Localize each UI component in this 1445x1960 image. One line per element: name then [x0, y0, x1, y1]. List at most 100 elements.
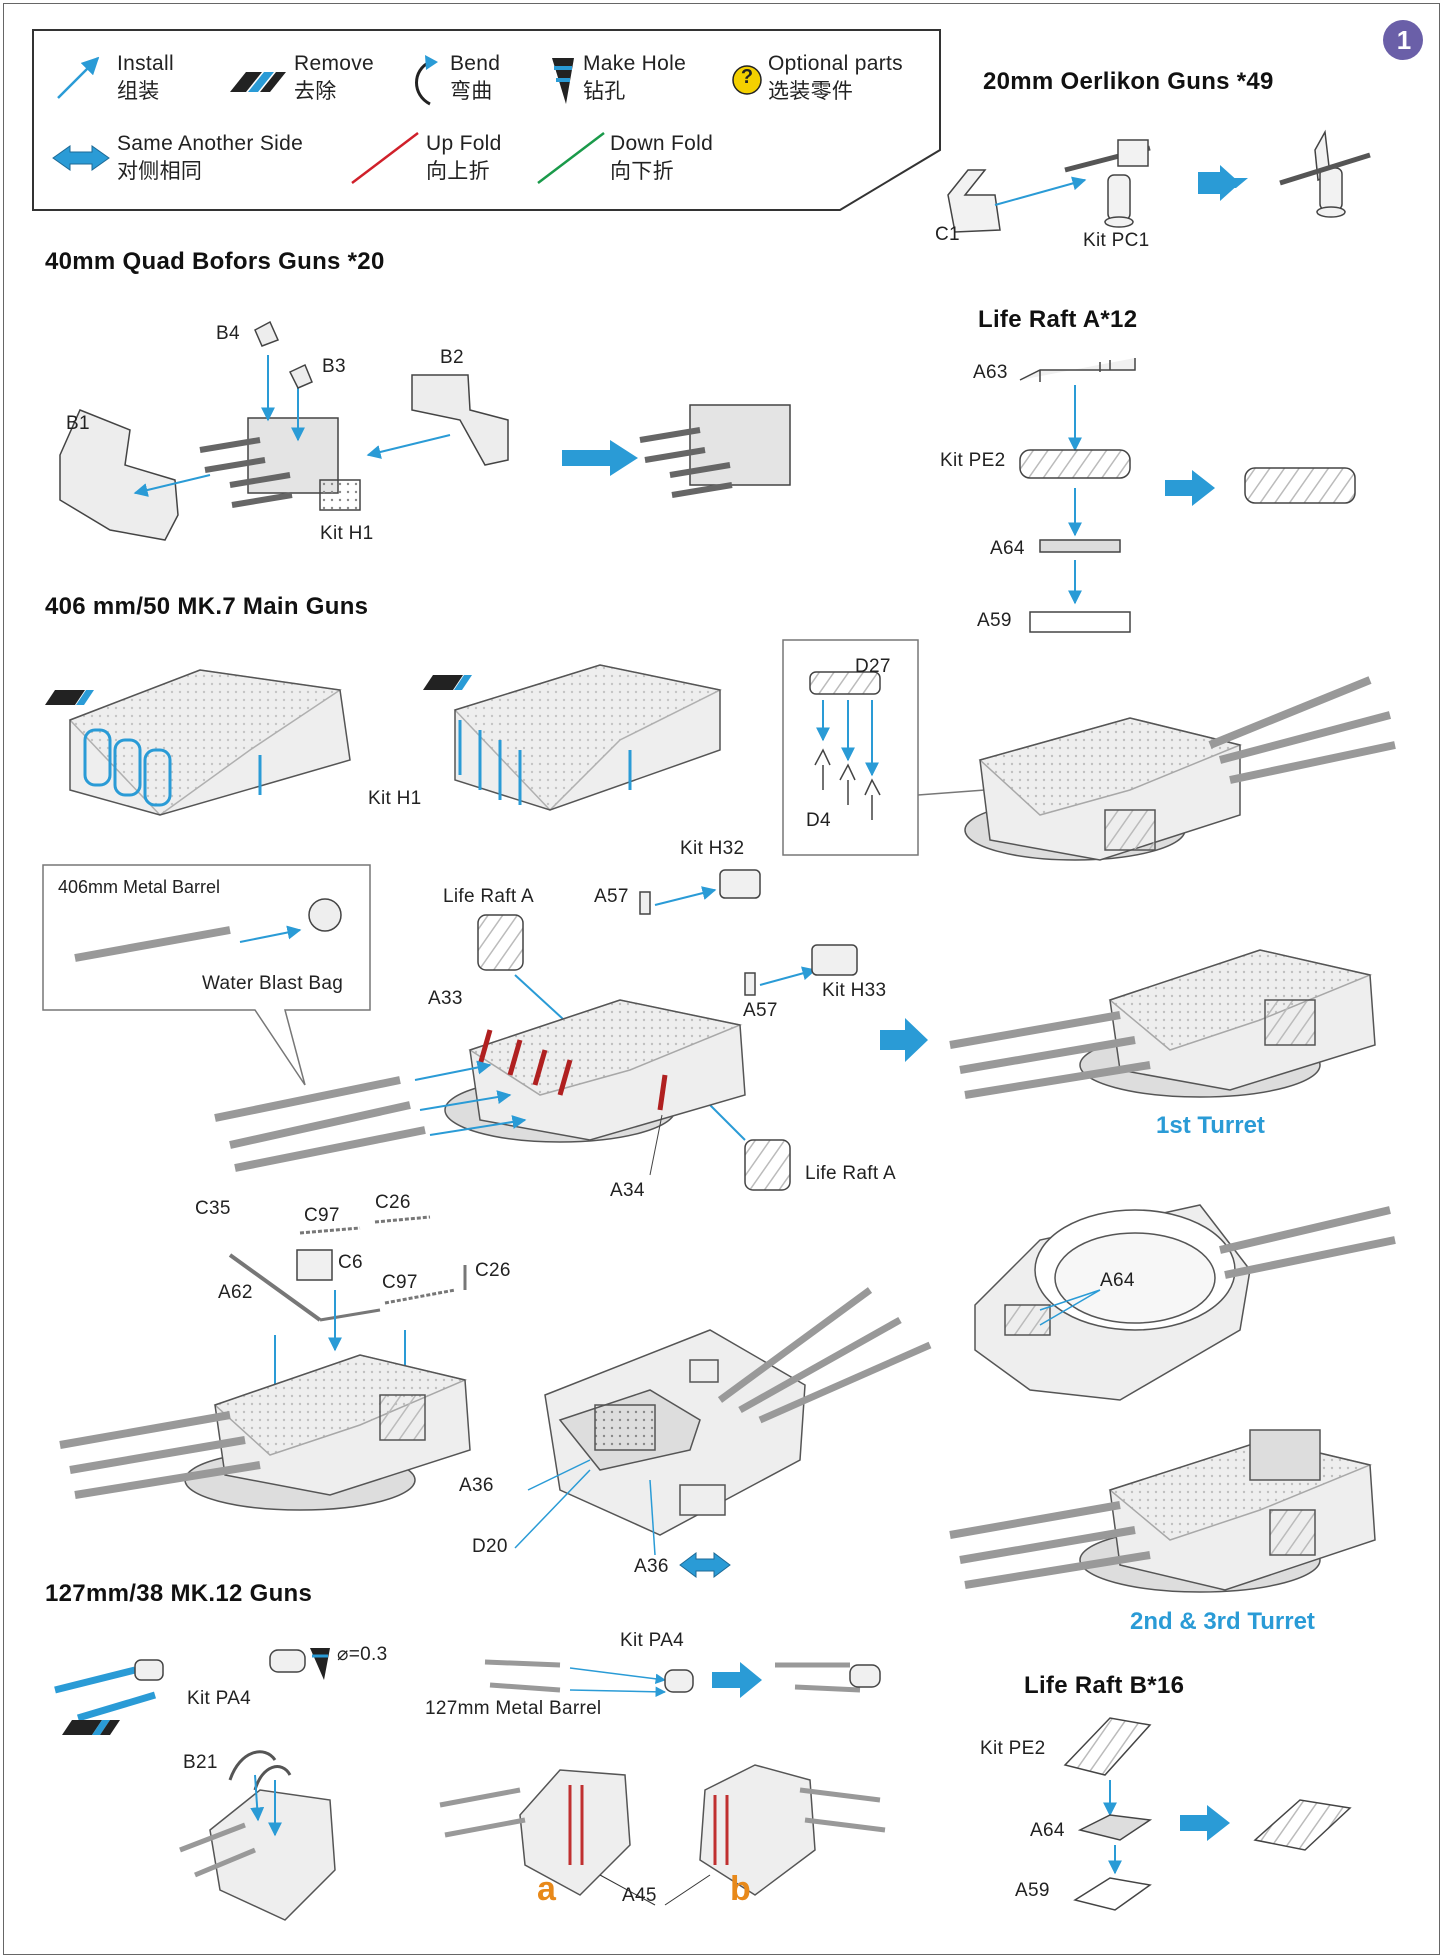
label-d20: D20 — [472, 1536, 508, 1557]
legend-down-fold-en: Down Fold — [610, 132, 714, 155]
label-c6: C6 — [338, 1252, 363, 1273]
label-b2: B2 — [440, 347, 464, 368]
label-raft-a-kit-pe2: Kit PE2 — [940, 450, 1006, 471]
first-turret-drawing — [949, 949, 1376, 1099]
label-406mm-barrel: 406mm Metal Barrel — [58, 877, 221, 897]
label-d27: D27 — [855, 656, 891, 677]
legend-install-en: Install — [117, 52, 174, 75]
remove-icon — [230, 72, 286, 92]
label-d4: D4 — [806, 810, 831, 831]
label-a45: A45 — [622, 1885, 657, 1906]
life-raft-a-drawing — [1019, 358, 1356, 633]
label-a34: A34 — [610, 1180, 645, 1201]
label-a64-turret: A64 — [1100, 1270, 1135, 1291]
label-kit-pc1: Kit PC1 — [1083, 230, 1150, 251]
mk12-variant-a — [439, 1769, 631, 1896]
label-c26-top: C26 — [375, 1192, 411, 1213]
legend-make-hole-label: Make Hole 钻孔 — [583, 50, 686, 106]
label-b4: B4 — [216, 323, 240, 344]
turret-bottom-left — [59, 1354, 471, 1511]
label-water-blast-bag: Water Blast Bag — [202, 973, 344, 994]
legend-bend-en: Bend — [450, 52, 501, 75]
label-a36-left: A36 — [459, 1475, 494, 1496]
step-arrow — [880, 1018, 928, 1062]
legend-optional-cn: 选装零件 — [768, 80, 854, 103]
optional-icon — [732, 65, 762, 95]
label-main-kit-h1: Kit H1 — [368, 788, 422, 809]
label-life-raft-a-top: Life Raft A — [443, 886, 534, 907]
turret-bottom-center — [514, 1287, 932, 1578]
bend-icon — [415, 60, 431, 106]
label-hole-size: ⌀=0.3 — [337, 1644, 388, 1665]
label-mk12-kit-pa4-right: Kit PA4 — [620, 1630, 685, 1651]
label-life-raft-a-bottom: Life Raft A — [805, 1163, 896, 1184]
bofors-title: 40mm Quad Bofors Guns *20 — [45, 248, 385, 275]
legend-optional-en: Optional parts — [768, 52, 903, 75]
label-b21: B21 — [183, 1752, 218, 1773]
label-raft-a-a59: A59 — [977, 610, 1012, 631]
optional-icon-text: ? — [740, 66, 754, 88]
variant-b-label: b — [730, 1870, 751, 1908]
label-c97-top: C97 — [304, 1205, 340, 1226]
label-127mm-barrel: 127mm Metal Barrel — [425, 1698, 602, 1719]
second-third-turret-drawing — [949, 1429, 1376, 1593]
mk12-mount-b21 — [179, 1750, 336, 1921]
main-gun-turret-top-left — [45, 669, 351, 816]
legend-remove-cn: 去除 — [294, 80, 337, 103]
label-mk12-kit-pa4-left: Kit PA4 — [187, 1688, 252, 1709]
label-b1: B1 — [66, 413, 90, 434]
label-raft-a-a64: A64 — [990, 538, 1025, 559]
variant-a-label: a — [537, 1870, 556, 1908]
first-turret-label: 1st Turret — [1156, 1112, 1265, 1139]
main-turret-assembly — [214, 999, 746, 1176]
label-raft-b-a59: A59 — [1015, 1880, 1050, 1901]
step-number: 1 — [1396, 25, 1412, 55]
install-arrow-icon — [57, 56, 100, 99]
label-a57-top: A57 — [594, 886, 629, 907]
down-fold-line-icon — [537, 132, 605, 184]
label-c35: C35 — [195, 1198, 231, 1219]
legend-bend-label: Bend 弯曲 — [450, 50, 500, 106]
turret-underside — [974, 1204, 1396, 1401]
label-bofors-kit-h1: Kit H1 — [320, 523, 374, 544]
main-gun-turret-top-right — [423, 664, 723, 812]
second-third-turret-label: 2nd & 3rd Turret — [1130, 1608, 1315, 1635]
bofors-drawing — [59, 320, 791, 541]
legend-same-side-label: Same Another Side 对侧相同 — [117, 130, 303, 186]
up-fold-line-icon — [351, 132, 419, 184]
turret-with-d27 — [964, 676, 1396, 861]
legend-install-cn: 组装 — [117, 80, 160, 103]
legend-up-fold-cn: 向上折 — [426, 160, 490, 183]
label-a62: A62 — [218, 1282, 253, 1303]
legend-remove-label: Remove 去除 — [294, 50, 374, 106]
legend-down-fold-label: Down Fold 向下折 — [610, 130, 713, 186]
label-c97-bottom: C97 — [382, 1272, 418, 1293]
label-raft-b-kit-pe2: Kit PE2 — [980, 1738, 1046, 1759]
legend-make-hole-en: Make Hole — [583, 52, 687, 75]
legend-bend-cn: 弯曲 — [450, 80, 493, 103]
mk12-drawing — [54, 1648, 881, 1735]
label-a36-right: A36 — [634, 1556, 669, 1577]
life-raft-a-title: Life Raft A*12 — [978, 306, 1138, 333]
same-side-icon — [52, 145, 110, 171]
label-b3: B3 — [322, 356, 346, 377]
barrel-callout-box — [42, 864, 371, 1086]
mk12-variant-b — [599, 1764, 886, 1906]
legend-make-hole-cn: 钻孔 — [583, 80, 626, 103]
legend-up-fold-label: Up Fold 向上折 — [426, 130, 502, 186]
label-kit-h33: Kit H33 — [822, 980, 887, 1001]
label-c1: C1 — [935, 224, 960, 245]
legend-optional-label: Optional parts 选装零件 — [768, 50, 903, 106]
oerlikon-title: 20mm Oerlikon Guns *49 — [983, 68, 1274, 95]
legend-same-side-en: Same Another Side — [117, 132, 304, 155]
make-hole-icon — [552, 58, 574, 104]
life-raft-b-title: Life Raft B*16 — [1024, 1672, 1185, 1699]
legend-down-fold-cn: 向下折 — [610, 160, 674, 183]
label-raft-b-a64: A64 — [1030, 1820, 1065, 1841]
label-a57-bottom: A57 — [743, 1000, 778, 1021]
label-a33: A33 — [428, 988, 463, 1009]
oerlikon-drawing — [947, 129, 1371, 233]
legend-remove-en: Remove — [294, 52, 374, 75]
legend-install-label: Install 组装 — [117, 50, 174, 106]
